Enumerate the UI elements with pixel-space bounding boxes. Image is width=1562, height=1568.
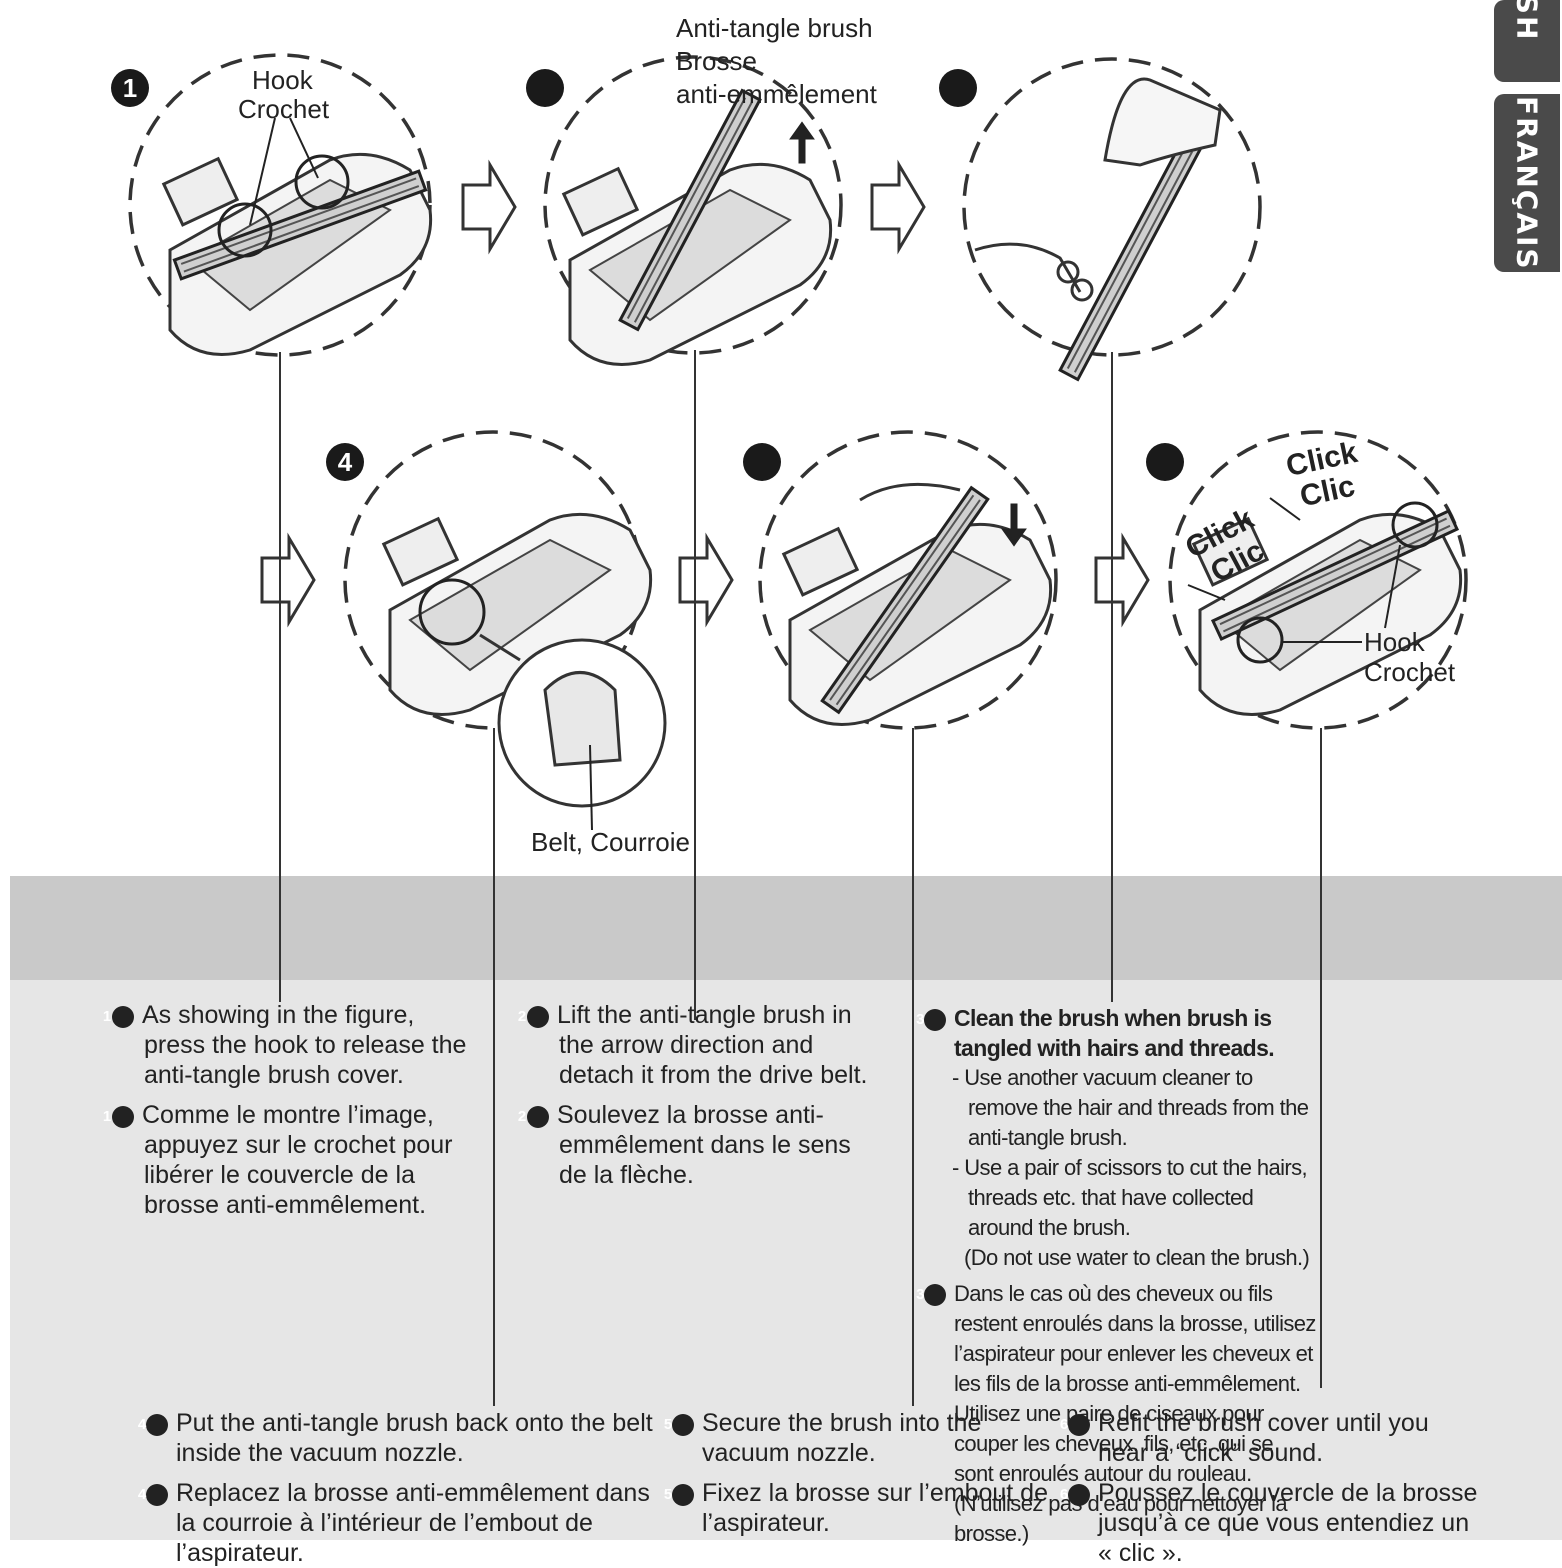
step3-en-bullet-1: - Use another vacuum cleaner to remove t… bbox=[952, 1065, 1309, 1150]
step-number-badge: 3 bbox=[916, 1284, 946, 1306]
arrow-right-icon bbox=[461, 159, 517, 255]
step3-en-note: (Do not use water to clean the brush.) bbox=[964, 1245, 1310, 1270]
tab-francais[interactable]: FRANÇAIS bbox=[1494, 94, 1560, 272]
step4-badge-number: 4 bbox=[338, 447, 353, 477]
step-number-badge: 1 bbox=[103, 1006, 134, 1028]
step3-badge bbox=[939, 69, 977, 107]
step1-crochet-label: Crochet bbox=[238, 94, 330, 124]
arrow-right-icon bbox=[678, 532, 734, 628]
step4-badge bbox=[326, 443, 364, 481]
step2-badge bbox=[526, 69, 564, 107]
step1-figure bbox=[128, 53, 433, 357]
step3-figure bbox=[939, 57, 1262, 381]
connector-line bbox=[493, 728, 495, 1406]
instructions-panel bbox=[10, 980, 1562, 1540]
step6-crochet-label: Crochet bbox=[1364, 657, 1456, 687]
tab-english[interactable]: ENGLISH bbox=[1494, 0, 1560, 82]
connector-line bbox=[694, 350, 696, 1020]
connector-line bbox=[1320, 728, 1322, 1388]
connector-line bbox=[279, 352, 281, 1002]
arrow-right-icon bbox=[1094, 532, 1150, 628]
step6-figure bbox=[1146, 430, 1468, 730]
step-number-badge: 1 bbox=[103, 1106, 134, 1128]
step-number-badge: 4 bbox=[138, 1414, 168, 1436]
step6-hook-label: Hook bbox=[1364, 627, 1425, 657]
step2-figure bbox=[526, 55, 843, 366]
step1-hook-label: Hook bbox=[252, 65, 313, 95]
arrow-right-icon bbox=[260, 532, 316, 628]
connector-line bbox=[1111, 352, 1113, 1002]
step2-brush-label-fr-1: Brosse bbox=[676, 46, 757, 76]
connector-line bbox=[912, 728, 914, 1406]
step1-badge-number: 1 bbox=[123, 73, 137, 103]
step3-en-bullet-2: - Use a pair of scissors to cut the hair… bbox=[952, 1155, 1308, 1240]
step6-badge bbox=[1146, 443, 1184, 481]
step5-badge bbox=[743, 443, 781, 481]
step5-figure bbox=[743, 430, 1058, 730]
step2-brush-label-fr-2: anti-emmêlement bbox=[676, 79, 877, 109]
step-number-badge: 6 bbox=[1060, 1414, 1090, 1436]
step-number-badge: 2 bbox=[518, 1006, 549, 1028]
step-number-badge: 5 bbox=[664, 1414, 694, 1436]
step-number-badge: 6 bbox=[1060, 1484, 1090, 1506]
step-number-badge: 2 bbox=[518, 1106, 549, 1128]
step1-badge bbox=[111, 69, 149, 107]
arrow-right-icon bbox=[870, 159, 926, 255]
step4-belt-label: Belt, Courroie bbox=[531, 827, 690, 857]
step2-brush-label-en: Anti-tangle brush bbox=[676, 13, 873, 43]
step-number-badge: 4 bbox=[138, 1484, 168, 1506]
step-number-badge: 3 bbox=[916, 1009, 946, 1031]
gray-band bbox=[10, 876, 1562, 980]
step-number-badge: 5 bbox=[664, 1484, 694, 1506]
step4-figure bbox=[343, 430, 667, 831]
